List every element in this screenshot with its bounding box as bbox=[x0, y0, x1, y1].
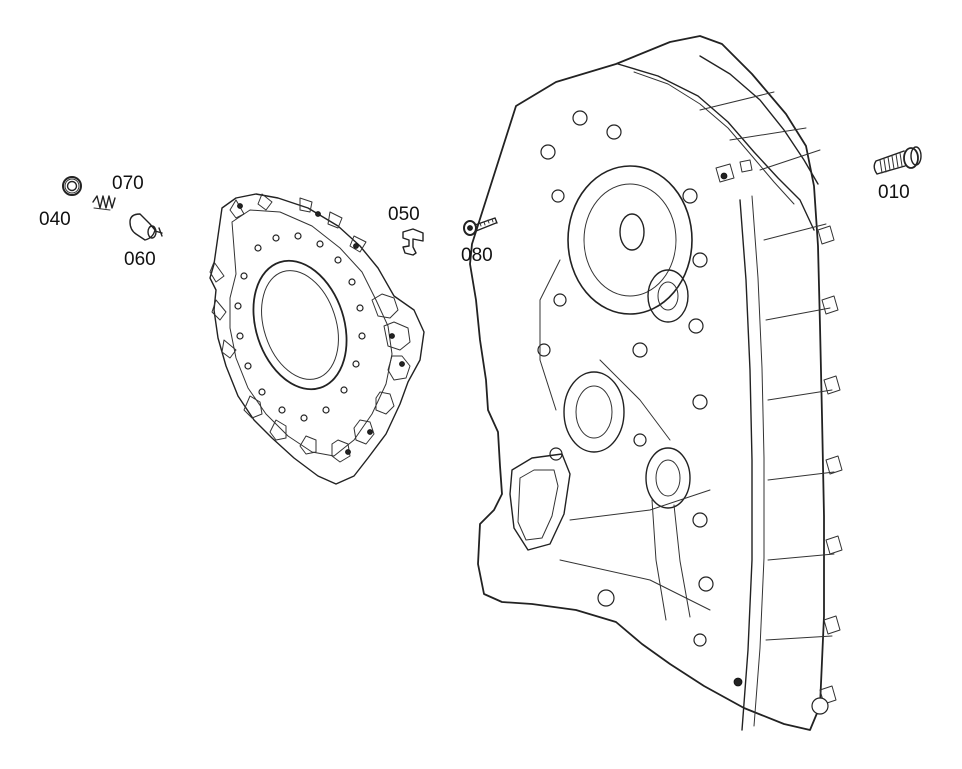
housing-bolt-bosses bbox=[537, 110, 829, 715]
cover-plate bbox=[209, 193, 425, 485]
callout-010: 010 bbox=[878, 182, 910, 203]
callout-050: 050 bbox=[388, 204, 420, 225]
callout-labels: 010 040 050 060 070 080 bbox=[39, 173, 910, 270]
transmission-housing bbox=[469, 35, 843, 731]
cover-plate-bolt-holes bbox=[234, 232, 366, 422]
callout-060: 060 bbox=[124, 249, 156, 270]
callout-070: 070 bbox=[112, 173, 144, 194]
callout-080: 080 bbox=[461, 245, 493, 266]
part-050-clip bbox=[402, 228, 424, 256]
part-070-spring bbox=[92, 195, 116, 211]
part-060-plunger bbox=[129, 213, 163, 241]
callout-040: 040 bbox=[39, 209, 71, 230]
part-040-nut bbox=[62, 176, 82, 196]
part-080-screw bbox=[463, 217, 498, 236]
part-010-bolt bbox=[873, 146, 922, 175]
